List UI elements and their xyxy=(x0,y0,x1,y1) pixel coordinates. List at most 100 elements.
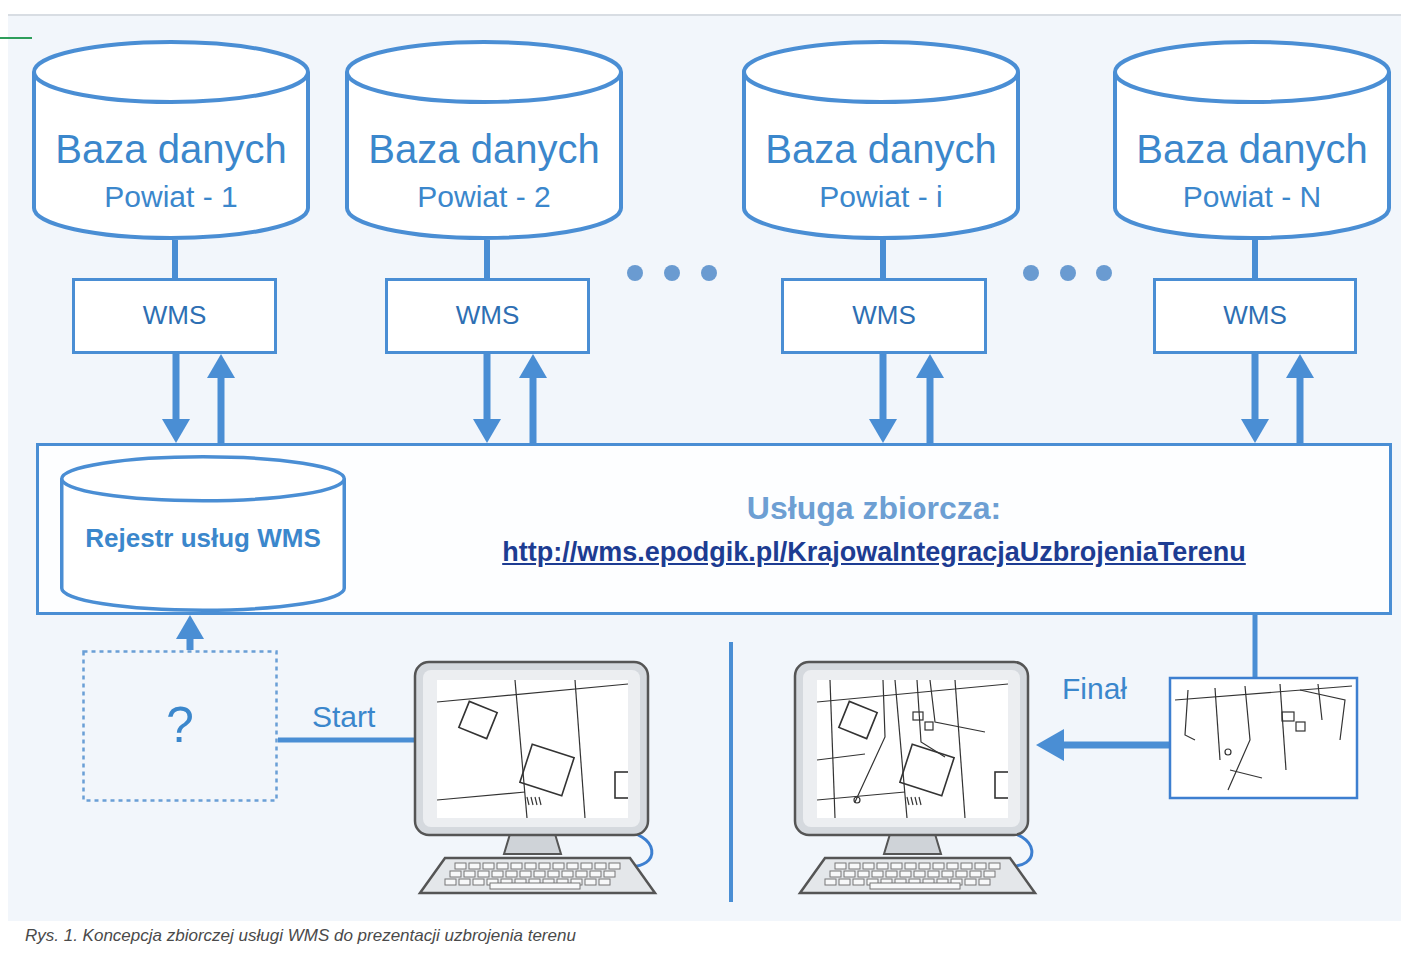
illustration-part xyxy=(970,871,981,877)
database-cylinder: Baza danychPowiat - i xyxy=(742,40,1020,240)
illustration-part xyxy=(548,871,559,877)
illustration-part xyxy=(907,797,909,805)
box-outline xyxy=(1155,280,1356,353)
illustration-part xyxy=(942,871,953,877)
illustration-part xyxy=(870,883,960,889)
registry-cylinder: Rejestr usług WMS xyxy=(60,455,346,612)
caption-text: Rys. 1. Koncepcja zbiorczej usługi WMS d… xyxy=(25,926,576,945)
illustration-part xyxy=(803,670,1020,827)
node-title: Baza danych xyxy=(1136,126,1367,172)
service-box: WMS xyxy=(781,278,987,354)
illustration-part xyxy=(664,265,680,281)
connector xyxy=(172,240,178,278)
connector xyxy=(218,378,225,443)
illustration-part xyxy=(464,871,475,877)
illustration-part xyxy=(483,863,494,869)
connector xyxy=(927,378,934,443)
final-arrowhead xyxy=(1036,729,1064,761)
illustration-part xyxy=(420,858,655,893)
illustration-part xyxy=(928,871,939,877)
node-title: WMS xyxy=(456,301,520,331)
illustration-part xyxy=(855,680,885,802)
illustration-part xyxy=(1215,688,1220,760)
illustration-part xyxy=(854,797,860,803)
illustration-part xyxy=(1175,686,1352,700)
illustration-part xyxy=(506,871,517,877)
illustration-part xyxy=(445,879,456,885)
illustration-part xyxy=(905,863,916,869)
illustration-part xyxy=(1096,265,1112,281)
connector xyxy=(530,378,537,443)
illustration-part xyxy=(919,863,930,869)
illustration-part xyxy=(581,863,592,869)
cylinder-top xyxy=(347,42,621,102)
illustration-part xyxy=(891,863,902,869)
illustration-part xyxy=(835,863,846,869)
connector xyxy=(1297,378,1304,443)
box-outline xyxy=(783,280,986,353)
illustration-part xyxy=(886,871,897,877)
illustration-part xyxy=(520,744,574,796)
illustration-part xyxy=(830,680,835,818)
illustration-part xyxy=(989,863,1000,869)
connector xyxy=(1252,240,1258,278)
illustration-part xyxy=(961,863,972,869)
illustration-part xyxy=(817,754,865,760)
illustration-part xyxy=(817,792,905,800)
database-cylinder: Baza danychPowiat - N xyxy=(1113,40,1391,240)
box-outline xyxy=(74,280,276,353)
illustration-part xyxy=(919,797,921,805)
illustration-part xyxy=(497,863,508,869)
illustration-part xyxy=(437,680,628,818)
illustration-part xyxy=(956,871,967,877)
node-title: Rejestr usług WMS xyxy=(85,524,320,554)
illustration-part xyxy=(817,680,1008,818)
illustration-part xyxy=(553,863,564,869)
illustration-part xyxy=(490,883,580,889)
illustration-part xyxy=(853,879,864,885)
node-subtitle: Powiat - N xyxy=(1183,180,1321,215)
illustration-part xyxy=(800,858,1035,893)
illustration-part xyxy=(900,871,911,877)
connector xyxy=(173,354,180,419)
illustration-part xyxy=(817,684,1008,702)
illustration-part xyxy=(1225,749,1231,755)
service-box: WMS xyxy=(72,278,277,354)
cylinder-top xyxy=(744,42,1018,102)
node-title: ? xyxy=(166,697,194,755)
illustration-part xyxy=(930,680,985,732)
illustration-part xyxy=(437,680,628,818)
illustration-part xyxy=(534,871,545,877)
illustration-part xyxy=(609,863,620,869)
illustration-part xyxy=(1023,265,1039,281)
illustration-part xyxy=(872,871,883,877)
illustration-part xyxy=(915,797,917,805)
flow-label: Finał xyxy=(1062,672,1127,707)
node-title: Baza danych xyxy=(765,126,996,172)
illustration-part xyxy=(863,863,874,869)
illustration-part xyxy=(590,871,601,877)
illustration-part xyxy=(701,265,717,281)
node-title: Usługa zbiorcza: xyxy=(747,490,1001,527)
illustration-part xyxy=(858,871,869,877)
illustration-part xyxy=(492,871,503,877)
illustration-part xyxy=(575,680,585,818)
illustration-part xyxy=(478,871,489,877)
illustration-part xyxy=(795,662,1028,835)
illustration-part xyxy=(947,863,958,869)
illustration-part xyxy=(825,879,836,885)
illustration-part xyxy=(515,680,527,818)
illustration-part xyxy=(437,684,628,702)
illustration-part xyxy=(576,871,587,877)
box-outline xyxy=(84,652,277,801)
illustration-part xyxy=(567,863,578,869)
illustration-part xyxy=(595,863,606,869)
service-box: WMS xyxy=(1153,278,1357,354)
illustration-part xyxy=(539,797,541,805)
connector xyxy=(880,240,886,278)
illustration-part xyxy=(473,879,484,885)
illustration-part xyxy=(511,863,522,869)
illustration-part xyxy=(599,879,610,885)
illustration-part xyxy=(1175,684,1352,790)
illustration-part xyxy=(1230,770,1262,778)
